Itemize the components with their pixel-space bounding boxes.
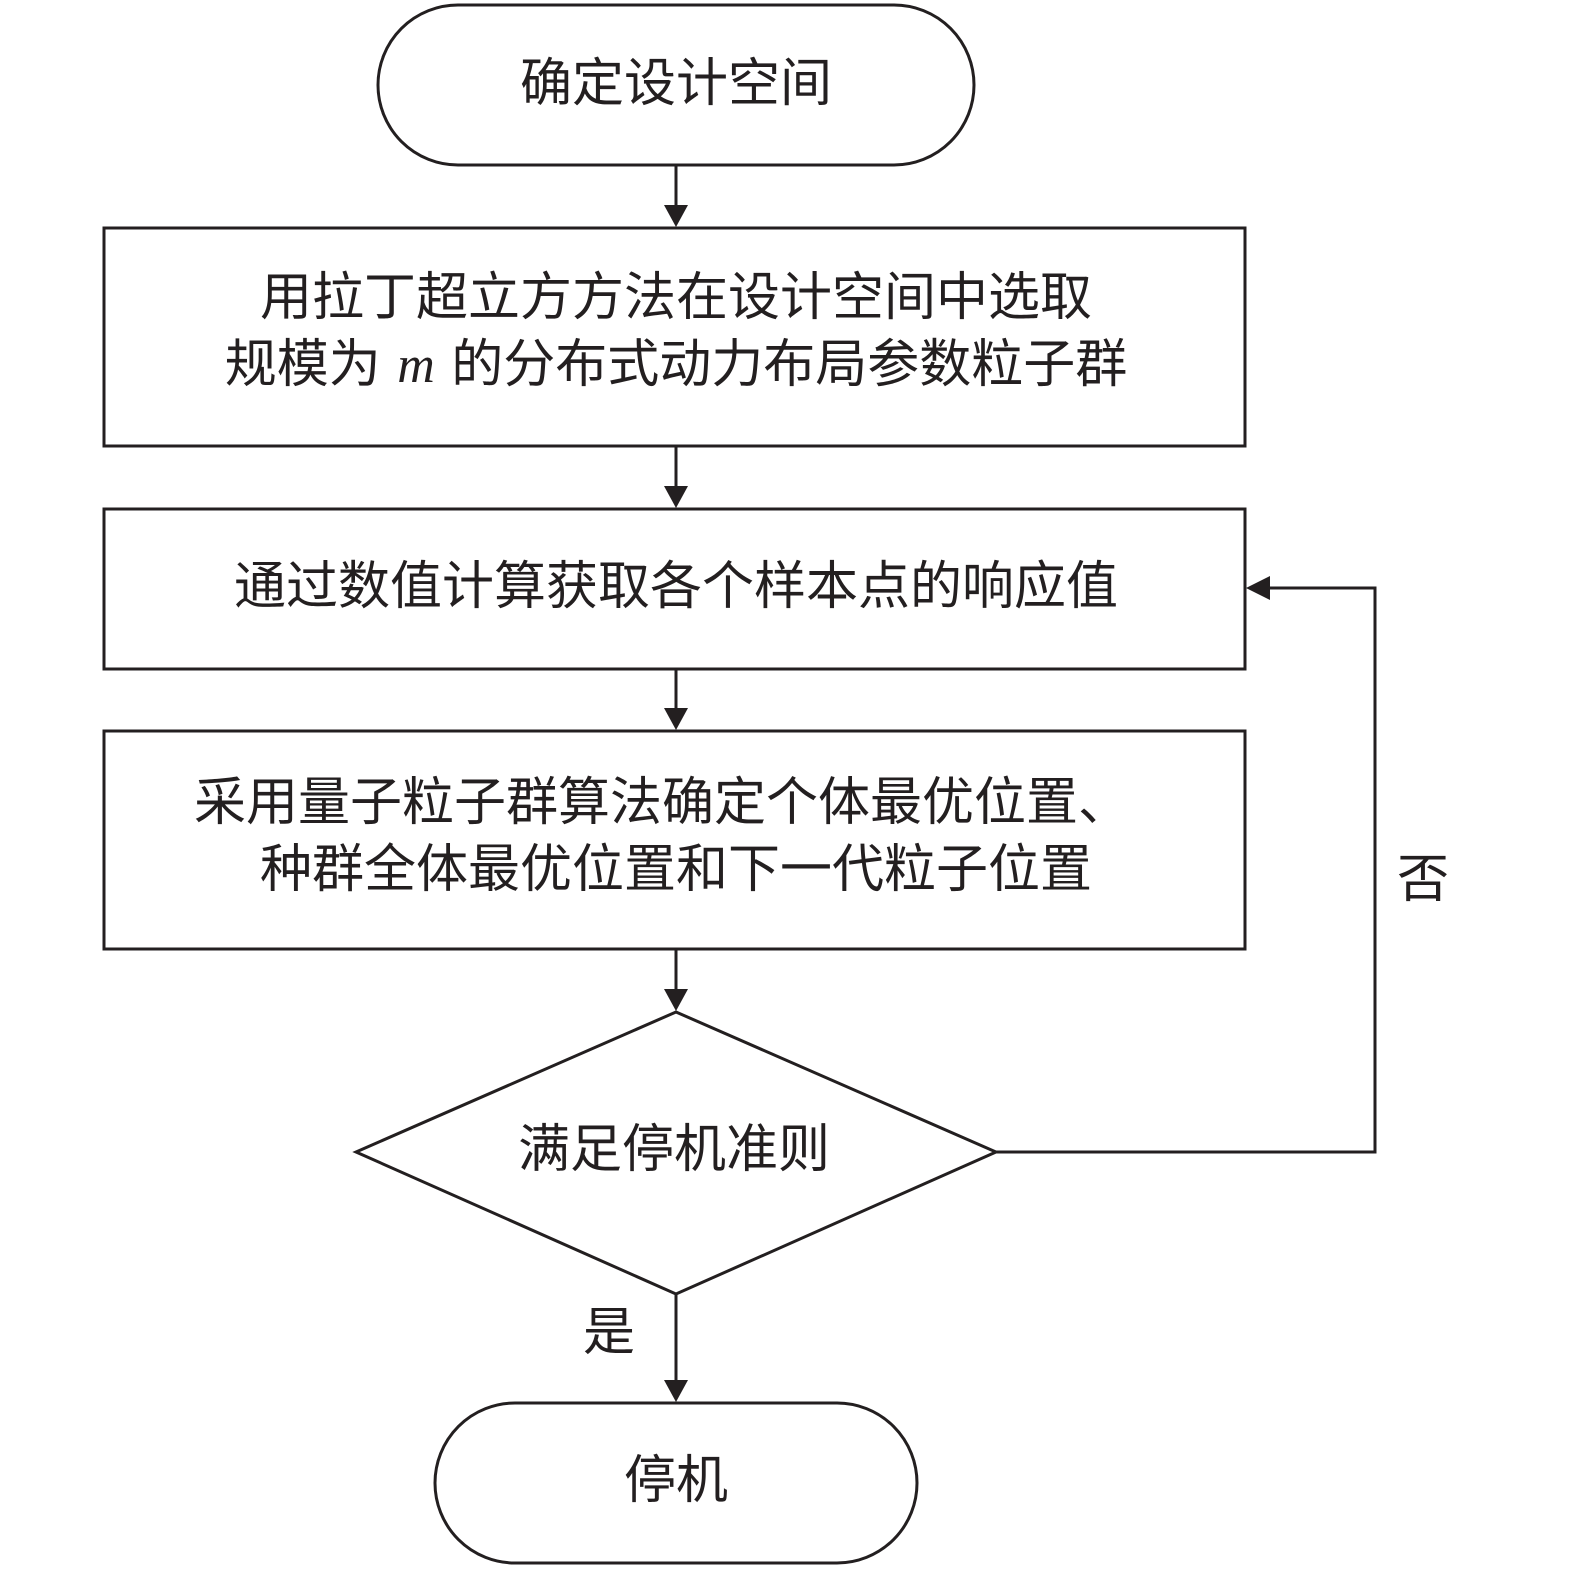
arrow-yes-to-end [664, 1294, 688, 1402]
process-node-response-label: 通过数值计算获取各个样本点的响应值 [234, 557, 1118, 617]
process-node-sampling-line1: 用拉丁超立方方法在设计空间中选取 [260, 268, 1092, 328]
arrow-step1-to-step2 [664, 446, 688, 508]
decision-node-stop-criterion: 满足停机准则 [352, 1010, 1000, 1296]
branch-label-yes: 是 [583, 1303, 635, 1363]
process-node-sampling-line2: 规模为 m 的分布式动力布局参数粒子群 [225, 335, 1128, 395]
process-node-qpso-line2: 种群全体最优位置和下一代粒子位置 [260, 840, 1092, 900]
start-node-label: 确定设计空间 [520, 54, 832, 114]
decision-node-label: 满足停机准则 [518, 1120, 830, 1180]
arrow-step3-to-decision [664, 949, 688, 1011]
end-node-label: 停机 [624, 1451, 728, 1511]
arrow-no-loop-to-step2 [996, 576, 1377, 1154]
process-node-sampling: 用拉丁超立方方法在设计空间中选取 规模为 m 的分布式动力布局参数粒子群 [102, 226, 1247, 448]
start-node: 确定设计空间 [376, 3, 976, 167]
process-node-qpso: 采用量子粒子群算法确定个体最优位置、 种群全体最优位置和下一代粒子位置 [102, 729, 1247, 951]
branch-label-no: 否 [1397, 850, 1449, 910]
arrow-step2-to-step3 [664, 669, 688, 730]
process-node-response: 通过数值计算获取各个样本点的响应值 [102, 507, 1247, 671]
process-node-qpso-line1: 采用量子粒子群算法确定个体最优位置、 [194, 773, 1130, 833]
arrow-start-to-step1 [664, 165, 688, 227]
end-node: 停机 [433, 1401, 919, 1565]
